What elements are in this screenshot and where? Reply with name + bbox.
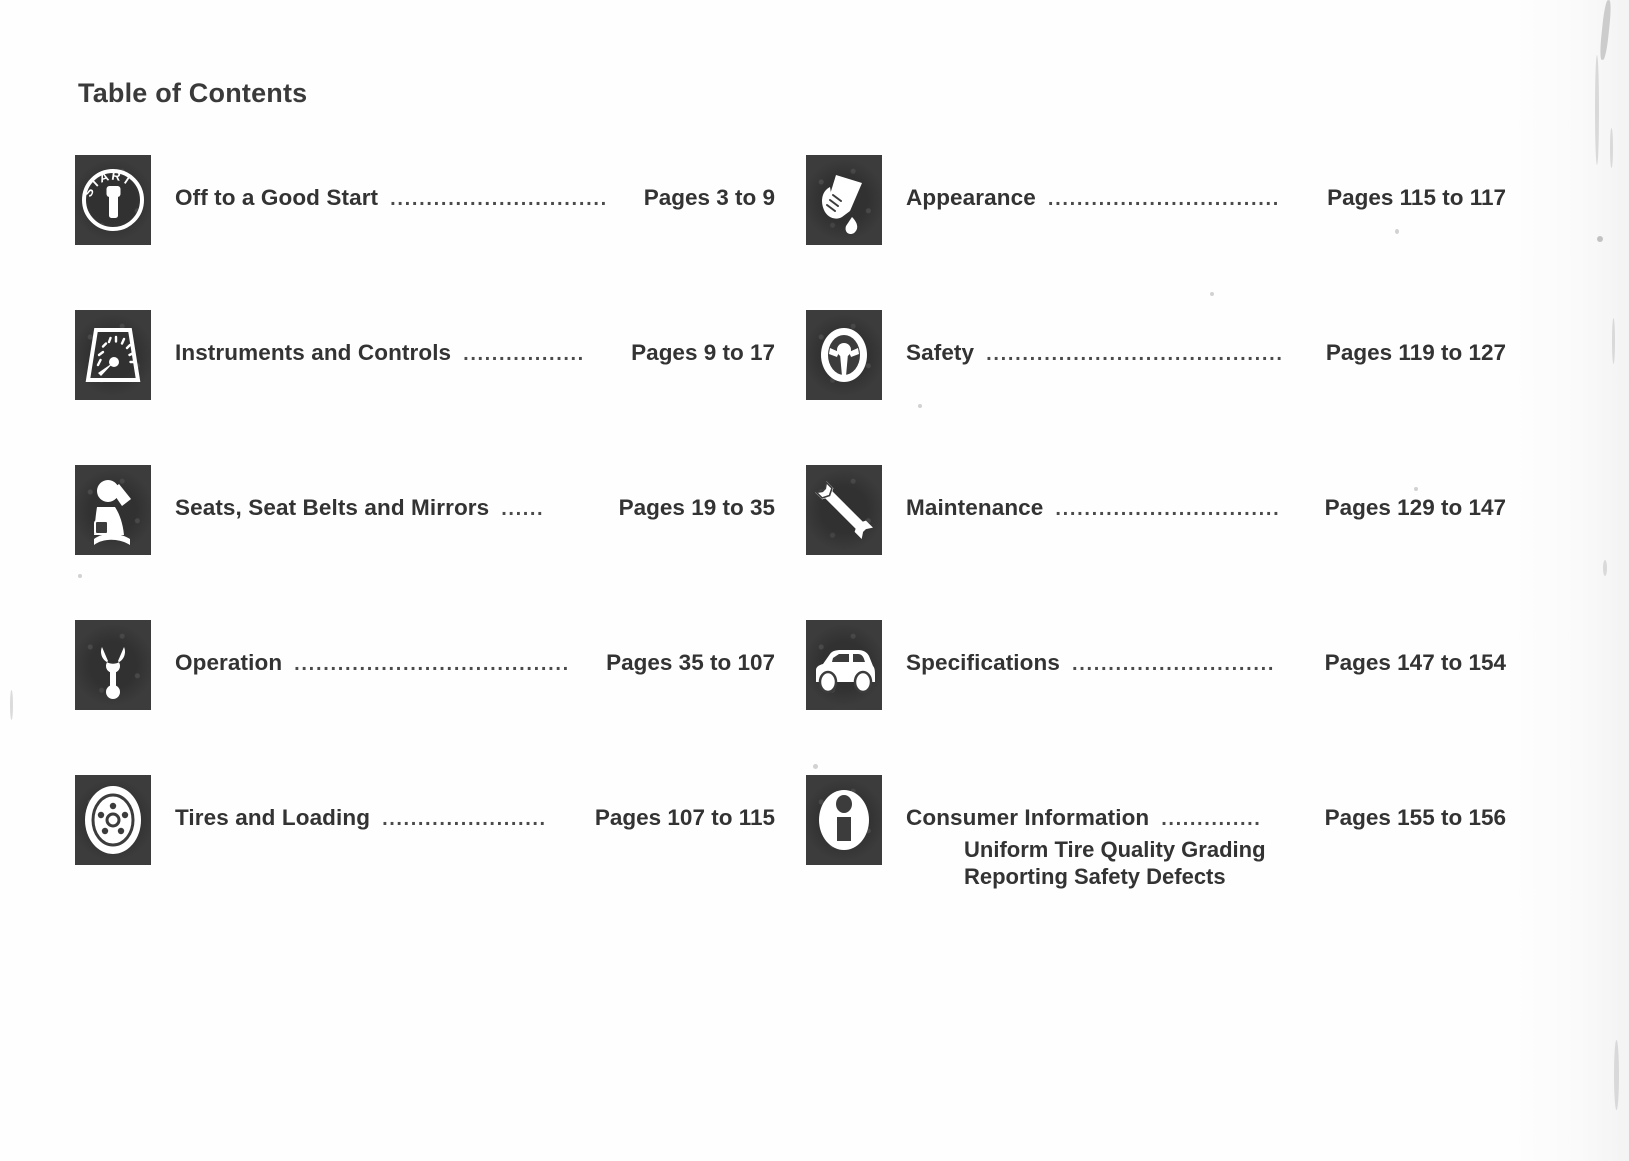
toc-entry: Instruments and Controls ...............… xyxy=(175,340,775,366)
wheel-tire-lugnut-icon xyxy=(75,775,151,865)
toc-label: Seats, Seat Belts and Mirrors xyxy=(175,495,490,520)
scan-artifact xyxy=(10,690,13,720)
toc-row[interactable]: Specifications .........................… xyxy=(806,620,1506,775)
page-title: Table of Contents xyxy=(78,78,308,108)
dot-leader: ...................................... xyxy=(294,653,570,675)
toc-page-range: Pages 155 to 156 xyxy=(1324,805,1506,830)
toc-entry: Safety .................................… xyxy=(906,340,1506,366)
toc-column-left: START Off to a Good Start ..............… xyxy=(75,155,775,930)
toc-row[interactable]: START Off to a Good Start ..............… xyxy=(75,155,775,310)
toc-row[interactable]: Safety .................................… xyxy=(806,310,1506,465)
toc-entry: Seats, Seat Belts and Mirrors ...... Pag… xyxy=(175,495,775,521)
toc-page-range: Pages 129 to 147 xyxy=(1324,495,1506,520)
toc-row[interactable]: Appearance .............................… xyxy=(806,155,1506,310)
toc-entry: Specifications .........................… xyxy=(906,650,1506,676)
toc-label: Off to a Good Start xyxy=(175,185,379,210)
toc-page-range: Pages 9 to 17 xyxy=(631,340,775,365)
toc-label: Tires and Loading xyxy=(175,805,371,830)
toc-row[interactable]: Instruments and Controls ...............… xyxy=(75,310,775,465)
dot-leader: ................................ xyxy=(1047,188,1281,210)
scan-artifact xyxy=(1598,0,1613,61)
toc-subitem: Uniform Tire Quality Grading xyxy=(964,837,1266,862)
toc-row[interactable]: Tires and Loading ......................… xyxy=(75,775,775,930)
instrument-cluster-gauge-icon xyxy=(75,310,151,400)
toc-label: Safety xyxy=(906,340,975,365)
steering-wheel-icon xyxy=(806,310,882,400)
toc-entry: Consumer Information .............. Page… xyxy=(906,805,1506,831)
toc-entry: Tires and Loading ......................… xyxy=(175,805,775,831)
toc-entry: Appearance .............................… xyxy=(906,185,1506,211)
toc-label: Specifications xyxy=(906,650,1060,675)
toc-page-range: Pages 3 to 9 xyxy=(643,185,775,210)
scan-artifact xyxy=(1612,318,1615,364)
dot-leader: ........................................… xyxy=(986,343,1284,365)
toc-entry: Maintenance ............................… xyxy=(906,495,1506,521)
toc-label: Maintenance xyxy=(906,495,1044,520)
information-i-icon xyxy=(806,775,882,865)
toc-row[interactable]: Maintenance ............................… xyxy=(806,465,1506,620)
dot-leader: ............................... xyxy=(1055,498,1281,520)
toc-label: Consumer Information xyxy=(906,805,1150,830)
scan-artifact xyxy=(1595,55,1599,165)
toc-row[interactable]: Operation ..............................… xyxy=(75,620,775,775)
car-side-profile-icon xyxy=(806,620,882,710)
toc-page-range: Pages 35 to 107 xyxy=(606,650,775,675)
scan-artifact xyxy=(1603,560,1607,576)
toc-label: Instruments and Controls xyxy=(175,340,452,365)
ignition-start-icon: START xyxy=(75,155,151,245)
toc-page-range: Pages 119 to 127 xyxy=(1325,340,1506,365)
toc-page-range: Pages 19 to 35 xyxy=(618,495,775,520)
toc-page-range: Pages 107 to 115 xyxy=(594,805,775,830)
hand-polishing-cloth-icon xyxy=(806,155,882,245)
toc-row[interactable]: Consumer Information .............. Page… xyxy=(806,775,1506,930)
scan-artifact xyxy=(1610,128,1613,168)
toc-entry: Off to a Good Start ....................… xyxy=(175,185,775,211)
dot-leader: .............. xyxy=(1161,808,1262,830)
scan-artifact xyxy=(1614,1040,1619,1110)
dot-leader: ...... xyxy=(501,498,545,520)
dot-leader: ............................ xyxy=(1071,653,1276,675)
toc-column-right: Appearance .............................… xyxy=(806,155,1506,930)
dot-leader: .............................. xyxy=(390,188,608,210)
scan-artifact xyxy=(1597,236,1603,242)
toc-label: Operation xyxy=(175,650,283,675)
wrench-icon xyxy=(806,465,882,555)
toc-entry: Operation ..............................… xyxy=(175,650,775,676)
toc-page-range: Pages 147 to 154 xyxy=(1324,650,1506,675)
toc-row[interactable]: Seats, Seat Belts and Mirrors ...... Pag… xyxy=(75,465,775,620)
dot-leader: ....................... xyxy=(382,808,547,830)
dot-leader: ................. xyxy=(463,343,585,365)
toc-page-range: Pages 115 to 117 xyxy=(1327,185,1506,210)
gear-shift-lever-icon xyxy=(75,620,151,710)
toc-label: Appearance xyxy=(906,185,1036,210)
toc-subitem: Reporting Safety Defects xyxy=(964,864,1226,889)
scan-edge-shading xyxy=(1509,0,1629,1161)
seat-belt-occupant-icon xyxy=(75,465,151,555)
